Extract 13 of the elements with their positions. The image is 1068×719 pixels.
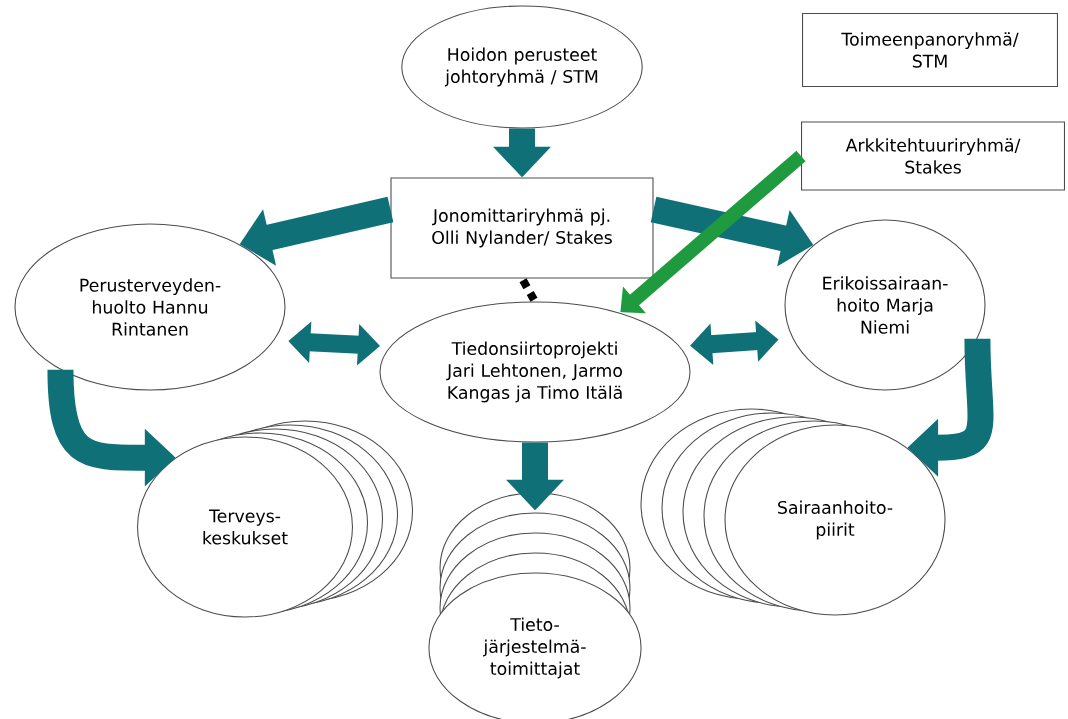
stacked-ellipses: Terveys-keskukset xyxy=(137,420,414,618)
node-label: Tieto-järjestelmä-toimittajat xyxy=(483,617,586,679)
stacked-ellipses: Tieto-järjestelmä-toimittajat xyxy=(428,492,642,719)
ellipse-node: Hoidon perusteet johtoryhmä / STM xyxy=(401,5,643,129)
ellipse-node: Perusterveyden-huolto Hannu Rintanen xyxy=(14,223,286,391)
ellipse-node: Erikoissairaan-hoito Marja Niemi xyxy=(784,219,986,391)
group-box: Arkkitehtuuriryhmä/ Stakes xyxy=(801,121,1065,191)
group-box: Toimeenpanoryhmä/ STM xyxy=(802,12,1058,88)
dotted-connector xyxy=(519,278,538,302)
ellipse-node: Tiedonsiirtoprojekti Jari Lehtonen, Jarmo Kangas ja Timo Itälä xyxy=(379,301,691,443)
stacked-ellipses: Sairaanhoito-piirit xyxy=(640,408,946,616)
group-box: Jonomittariryhmä pj. Olli Nylander/ Stakes xyxy=(390,177,654,279)
block-arrow xyxy=(620,150,806,314)
